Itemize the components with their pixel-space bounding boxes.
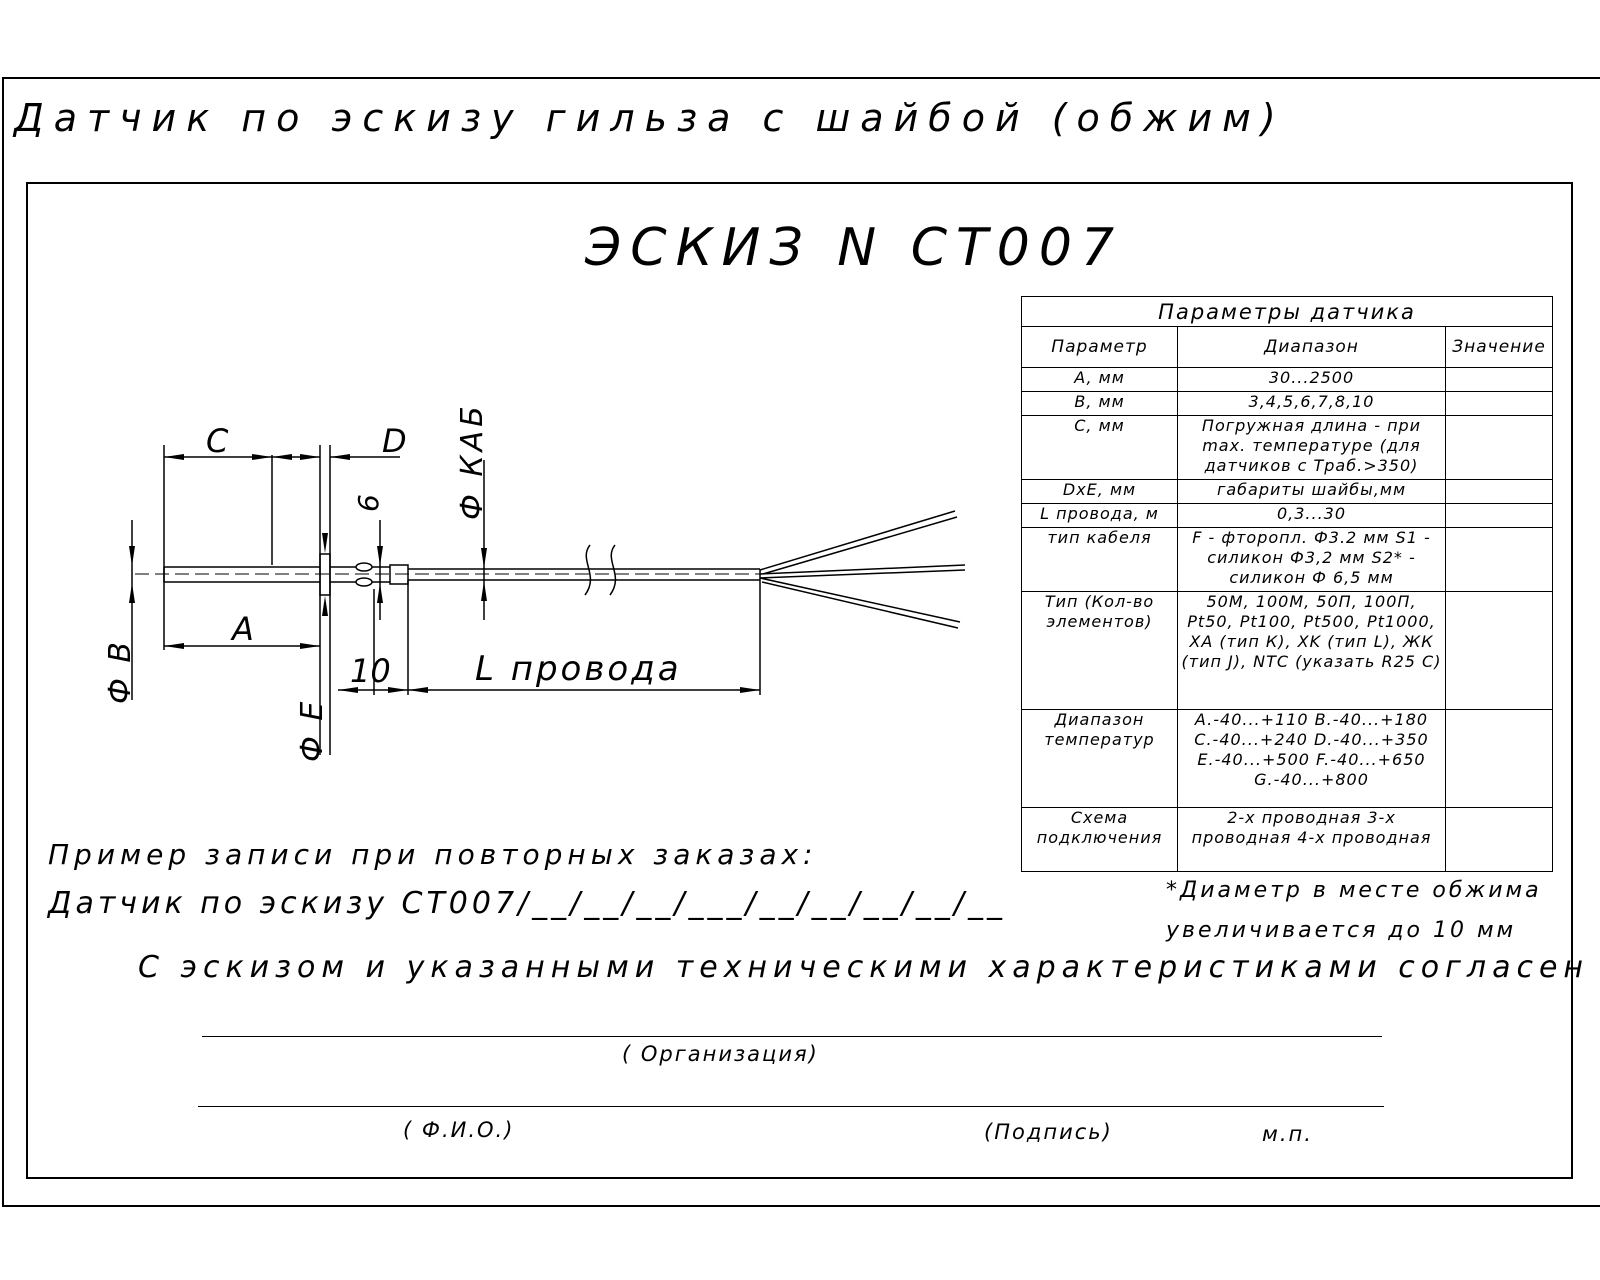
table-row: Диапазон температур A.-40...+110 B.-40..…: [1021, 709, 1554, 808]
value-cell[interactable]: [1444, 391, 1554, 416]
crimp-footnote-line2: увеличивается до 10 мм: [1166, 918, 1517, 943]
stamp-caption: м.п.: [1262, 1122, 1313, 1146]
value-cell[interactable]: [1444, 527, 1554, 592]
param-cell: B, мм: [1021, 391, 1178, 416]
param-cell: L провода, м: [1021, 503, 1178, 528]
sensor-cable: [408, 544, 761, 596]
param-cell: DxE, мм: [1021, 479, 1178, 504]
header-param: Параметр: [1021, 326, 1178, 368]
dim-l-wire-label: L провода: [475, 649, 682, 689]
dim-c-label: C: [206, 422, 229, 460]
sheet-title: Датчик по эскизу гильза с шайбой (обжим): [14, 96, 1286, 140]
dim-d-label: D: [382, 422, 407, 460]
outer-frame: [2, 77, 1600, 1207]
inner-frame: [26, 182, 1573, 1179]
param-cell: Диапазон температур: [1021, 709, 1178, 808]
organization-line: [202, 1036, 1382, 1037]
organization-caption: ( Организация): [622, 1042, 819, 1066]
table-row: A, мм 30...2500: [1021, 367, 1554, 392]
parameters-table: Параметры датчика Параметр Диапазон Знач…: [1020, 296, 1554, 872]
signature-caption: (Подпись): [984, 1120, 1113, 1144]
header-range: Диапазон: [1177, 326, 1446, 368]
table-header-row: Параметр Диапазон Значение: [1021, 326, 1554, 368]
range-cell: 0,3...30: [1177, 503, 1446, 528]
table-row: Схема подключения 2-х проводная 3-х пров…: [1021, 807, 1554, 872]
param-cell: C, мм: [1021, 415, 1178, 480]
sensor-drawing: C D A 10 L провода Ф B Ф E Ф КАБ 6: [103, 402, 966, 762]
dim-a-label: A: [230, 610, 254, 648]
dim-10-label: 10: [350, 652, 391, 690]
dim-6-label: 6: [352, 494, 385, 512]
value-cell[interactable]: [1444, 367, 1554, 392]
value-cell[interactable]: [1444, 709, 1554, 808]
range-cell: 2-х проводная 3-х проводная 4-х проводна…: [1177, 807, 1446, 872]
range-cell: Погружная длина - при max. температуре (…: [1177, 415, 1446, 480]
fio-caption: ( Ф.И.О.): [403, 1118, 515, 1142]
param-cell: тип кабеля: [1021, 527, 1178, 592]
param-cell: A, мм: [1021, 367, 1178, 392]
value-cell[interactable]: [1444, 479, 1554, 504]
header-value: Значение: [1444, 326, 1554, 368]
sketch-title: ЭСКИЗ N CT007: [585, 218, 1124, 278]
param-cell: Тип (Кол-во элементов): [1021, 591, 1178, 710]
table-row: B, мм 3,4,5,6,7,8,10: [1021, 391, 1554, 416]
dim-phi-cable-label: Ф КАБ: [455, 402, 490, 520]
range-cell: 30...2500: [1177, 367, 1446, 392]
value-cell[interactable]: [1444, 503, 1554, 528]
range-cell: 50М, 100М, 50П, 100П, Pt50, Pt100, Pt500…: [1177, 591, 1446, 710]
reorder-example-code: Датчик по эскизу CT007/__/__/__/___/__/_…: [48, 886, 1006, 921]
param-cell: Схема подключения: [1021, 807, 1178, 872]
table-row: C, мм Погружная длина - при max. темпера…: [1021, 415, 1554, 480]
range-cell: габариты шайбы,мм: [1177, 479, 1446, 504]
sensor-crimp: [330, 562, 409, 587]
name-signature-line: [198, 1106, 1384, 1107]
range-cell: F - фторопл. Ф3.2 мм S1 - силикон Ф3,2 м…: [1177, 527, 1446, 592]
value-cell[interactable]: [1444, 807, 1554, 872]
table-caption: Параметры датчика: [1020, 296, 1554, 327]
reorder-example-title: Пример записи при повторных заказах:: [48, 838, 818, 871]
dim-phi-b-label: Ф B: [103, 639, 138, 704]
table-row: L провода, м 0,3...30: [1021, 503, 1554, 528]
table-row: тип кабеля F - фторопл. Ф3.2 мм S1 - сил…: [1021, 527, 1554, 592]
sensor-leads: [759, 510, 966, 629]
value-cell[interactable]: [1444, 591, 1554, 710]
agreement-statement: С эскизом и указанными техническими хара…: [138, 950, 1590, 985]
dim-phi-e-label: Ф E: [295, 699, 330, 762]
range-cell: A.-40...+110 B.-40...+180 C.-40...+240 D…: [1177, 709, 1446, 808]
table-row: Тип (Кол-во элементов) 50М, 100М, 50П, 1…: [1021, 591, 1554, 710]
range-cell: 3,4,5,6,7,8,10: [1177, 391, 1446, 416]
crimp-footnote-line1: *Диаметр в месте обжима: [1166, 878, 1542, 903]
value-cell[interactable]: [1444, 415, 1554, 480]
table-row: DxE, мм габариты шайбы,мм: [1021, 479, 1554, 504]
